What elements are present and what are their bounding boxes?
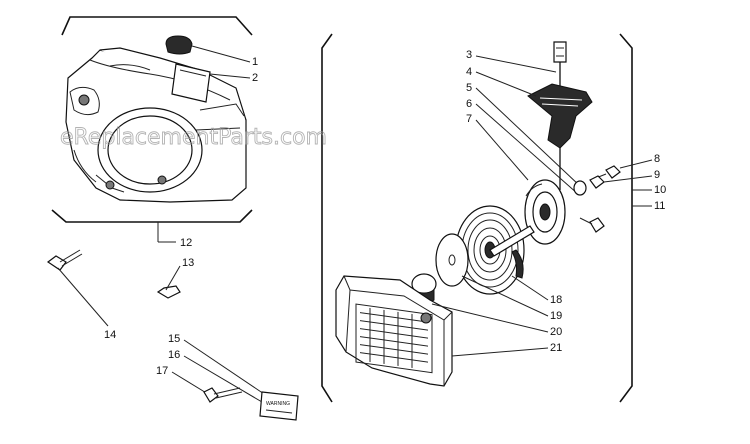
housing-vents — [360, 307, 428, 368]
part-decal — [171, 63, 251, 103]
part-starter-handle — [527, 83, 593, 149]
callout-14: 14 — [104, 329, 116, 341]
watermark: eReplacementParts.com — [60, 125, 327, 150]
callout-16: 16 — [168, 349, 180, 361]
part-recoil-spring — [455, 205, 535, 295]
callout-5: 5 — [466, 82, 472, 94]
callout-4: 4 — [466, 66, 472, 78]
part-grommet-cap — [165, 35, 251, 63]
callout-19: 19 — [550, 310, 562, 322]
housing-grille — [355, 303, 433, 374]
callout-8: 8 — [654, 153, 660, 165]
part-warning-label: WARNING — [259, 391, 299, 421]
callout-20: 20 — [550, 326, 562, 338]
starter-group-bracket — [321, 33, 633, 403]
part-screw-13 — [156, 265, 181, 299]
part-washer-5 — [573, 180, 587, 196]
part-friction-plate — [435, 233, 469, 287]
callout-15: 15 — [168, 333, 180, 345]
callout-10: 10 — [654, 184, 666, 196]
callout-13: 13 — [182, 257, 194, 269]
callout-18: 18 — [550, 294, 562, 306]
callout-9: 9 — [654, 169, 660, 181]
part-starter-housing — [335, 275, 453, 387]
callout-12: 12 — [180, 237, 192, 249]
part-screw-9 — [589, 175, 653, 189]
part-screw-8 — [595, 159, 653, 179]
part-screw-11 — [579, 217, 605, 233]
callout-7: 7 — [466, 113, 472, 125]
cover-group-bracket — [51, 16, 253, 243]
callout-11: 11 — [654, 200, 665, 212]
callout-21: 21 — [550, 342, 562, 354]
label-text: WARNING — [266, 401, 290, 407]
callout-3: 3 — [466, 49, 472, 61]
callout-2: 2 — [252, 72, 258, 84]
part-screw-14 — [46, 249, 109, 327]
callout-6: 6 — [466, 98, 472, 110]
callout-1: 1 — [252, 56, 258, 68]
part-bolt-17 — [203, 387, 243, 403]
callout-17: 17 — [156, 365, 168, 377]
starter-cover — [65, 47, 247, 203]
part-pulley — [524, 179, 566, 245]
